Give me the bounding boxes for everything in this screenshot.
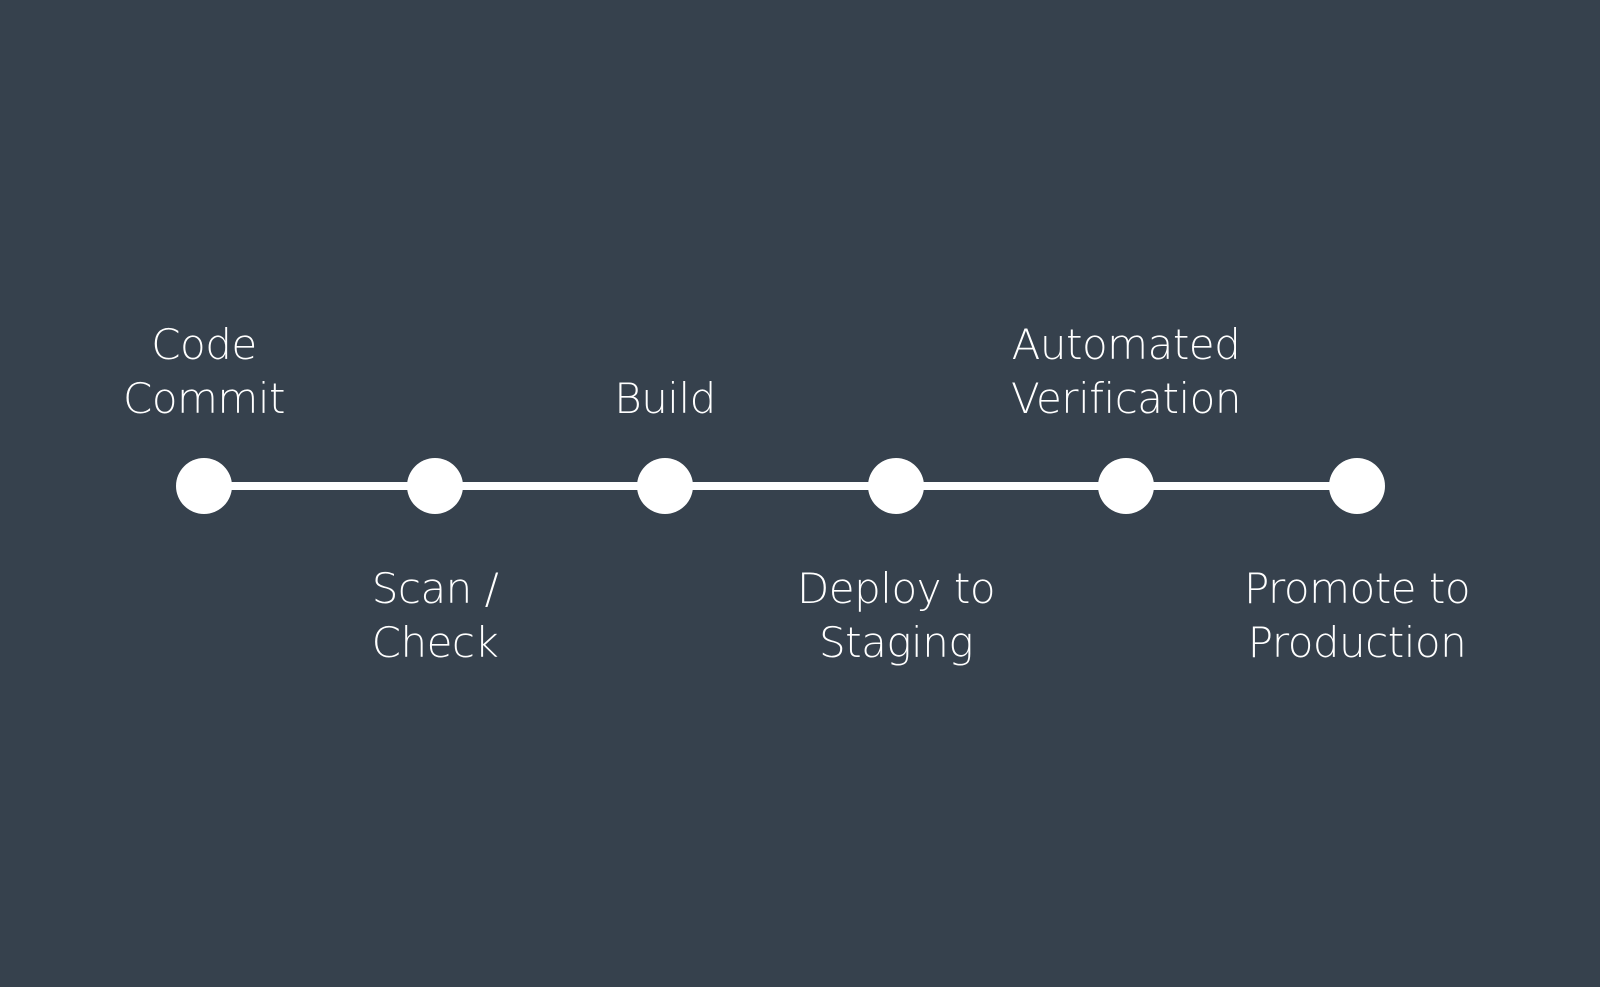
stage-label-line: Scan / <box>371 564 499 613</box>
stage-label-line: Promote to <box>1243 564 1471 613</box>
stage-label-line: Automated <box>1011 320 1241 369</box>
stage-label-line: Production <box>1247 618 1467 667</box>
stage-node <box>868 458 924 514</box>
stage-label: Build <box>505 372 825 426</box>
stage-label-line: Check <box>371 618 499 667</box>
stage-node <box>176 458 232 514</box>
stage-label-line: Commit <box>123 374 286 423</box>
stage-label-line: Code <box>151 320 257 369</box>
stage-label-line: Staging <box>818 618 974 667</box>
stage-label: Deploy to Staging <box>736 562 1056 670</box>
stage-node <box>637 458 693 514</box>
stage-node <box>407 458 463 514</box>
stage-label: Scan / Check <box>275 562 595 670</box>
stage-label-line: Verification <box>1011 374 1241 423</box>
stage-label-line: Deploy to <box>796 564 996 613</box>
stage-label-line: Build <box>614 374 716 423</box>
stage-node <box>1098 458 1154 514</box>
stage-node <box>1329 458 1385 514</box>
stage-label: Promote to Production <box>1197 562 1517 670</box>
